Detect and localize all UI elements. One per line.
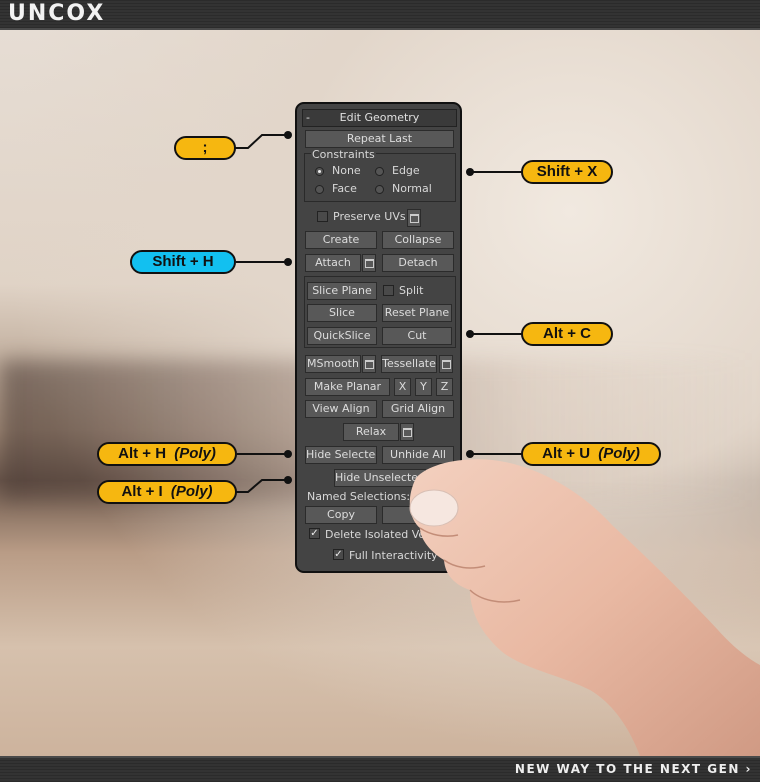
delete-isolated-checkbox[interactable]: ✓ [309, 528, 320, 539]
unhide-all-button[interactable]: Unhide All [382, 446, 454, 464]
constraints-label: Constraints [311, 148, 376, 161]
tessellate-button[interactable]: Tessellate [381, 355, 437, 373]
constraint-edge-radio[interactable] [375, 167, 384, 176]
delete-isolated-label: Delete Isolated Vert [325, 528, 434, 541]
create-button[interactable]: Create [305, 231, 377, 249]
quickslice-button[interactable]: QuickSlice [307, 327, 377, 345]
callout-hide-unselected-keys: Alt + I [121, 483, 163, 500]
callout-cut: Alt + C [521, 322, 613, 346]
repeat-last-button[interactable]: Repeat Last [305, 130, 454, 148]
edit-geometry-panel: - Edit Geometry Repeat Last Constraints … [295, 102, 462, 573]
collapse-button[interactable]: Collapse [382, 231, 454, 249]
callout-hide-selected: Alt + H (Poly) [97, 442, 237, 466]
constraint-none-radio[interactable] [315, 167, 324, 176]
tagline: NEW WAY TO THE NEXT GEN › [514, 762, 752, 776]
callout-unhide-all-keys: Alt + U [542, 445, 591, 462]
preserve-uvs-settings-icon[interactable] [407, 209, 421, 227]
tessellate-settings-icon[interactable] [439, 355, 453, 373]
relax-button[interactable]: Relax [343, 423, 399, 441]
msmooth-button[interactable]: MSmooth [305, 355, 361, 373]
relax-settings-icon[interactable] [400, 423, 414, 441]
callout-hide-unselected-poly: (Poly) [170, 483, 213, 500]
callout-hide-selected-keys: Alt + H [118, 445, 167, 462]
constraint-none-label: None [332, 164, 361, 177]
detach-button[interactable]: Detach [382, 254, 454, 272]
collapse-icon[interactable]: - [306, 111, 310, 124]
split-label: Split [399, 284, 424, 297]
planar-x-button[interactable]: X [394, 378, 411, 396]
full-interactivity-checkbox[interactable]: ✓ [333, 549, 344, 560]
cut-button[interactable]: Cut [382, 327, 452, 345]
bottom-bar: NEW WAY TO THE NEXT GEN › [0, 756, 760, 782]
callout-unhide-all-poly: (Poly) [598, 445, 640, 462]
attach-settings-icon[interactable] [362, 254, 376, 272]
uncox-logo: UNCOX [8, 1, 106, 26]
copy-button[interactable]: Copy [305, 506, 377, 524]
preserve-uvs-label: Preserve UVs [333, 210, 406, 223]
constraint-edge-label: Edge [392, 164, 420, 177]
constraints-group: Constraints None Edge Face Normal [304, 148, 456, 202]
constraint-face-label: Face [332, 182, 357, 195]
rollout-title[interactable]: - Edit Geometry [302, 109, 457, 127]
callout-unhide-all: Alt + U (Poly) [521, 442, 661, 466]
view-align-button[interactable]: View Align [305, 400, 377, 418]
callout-repeat-last: ; [174, 136, 236, 160]
top-bar: UNCOX [0, 0, 760, 30]
named-selections-label: Named Selections: [307, 490, 411, 503]
reset-plane-button[interactable]: Reset Plane [382, 304, 452, 322]
slice-plane-button[interactable]: Slice Plane [307, 282, 377, 300]
msmooth-settings-icon[interactable] [362, 355, 376, 373]
slice-group [304, 276, 456, 348]
rollout-title-label: Edit Geometry [339, 111, 420, 124]
grid-align-button[interactable]: Grid Align [382, 400, 454, 418]
callout-constraints: Shift + X [521, 160, 613, 184]
hide-unselected-button[interactable]: Hide Unselected [334, 469, 426, 487]
make-planar-button[interactable]: Make Planar [305, 378, 390, 396]
split-checkbox[interactable] [383, 285, 394, 296]
callout-hide-selected-poly: (Poly) [174, 445, 216, 462]
constraint-normal-label: Normal [392, 182, 432, 195]
callout-hide-unselected: Alt + I (Poly) [97, 480, 237, 504]
hide-selected-button[interactable]: Hide Selected [305, 446, 377, 464]
attach-button[interactable]: Attach [305, 254, 361, 272]
constraint-face-radio[interactable] [315, 185, 324, 194]
callout-attach: Shift + H [130, 250, 236, 274]
planar-z-button[interactable]: Z [436, 378, 453, 396]
preserve-uvs-checkbox[interactable] [317, 211, 328, 222]
slice-button[interactable]: Slice [307, 304, 377, 322]
full-interactivity-label: Full Interactivity [349, 549, 438, 562]
planar-y-button[interactable]: Y [415, 378, 432, 396]
constraint-normal-radio[interactable] [375, 185, 384, 194]
